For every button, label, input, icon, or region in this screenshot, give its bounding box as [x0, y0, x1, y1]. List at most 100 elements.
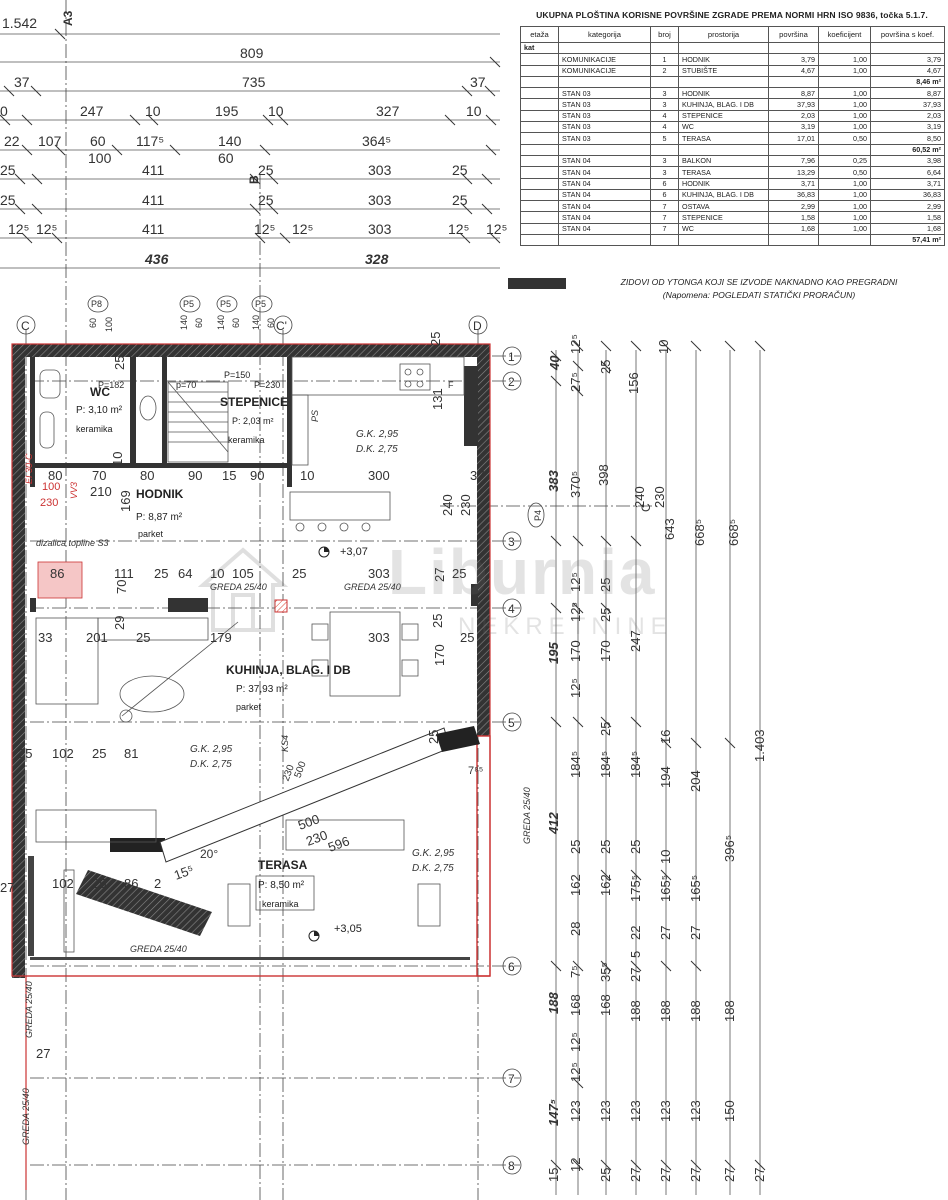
col-prostorija: prostorija	[678, 26, 769, 43]
table-cell: 3,71	[768, 177, 819, 190]
col-etaza: etaža	[520, 26, 559, 43]
dimension-label: 170	[598, 640, 613, 662]
right-dimension-values: 40 12⁵ 27⁵ 25 156 10 383 370⁵ 398 643 66…	[546, 334, 767, 1182]
dimension-label: 25	[598, 360, 613, 374]
legend-text: ZIDOVI OD YTONGA KOJI SE IZVODE NAKNADNO…	[620, 277, 898, 287]
p-dim-140b: 140	[216, 315, 226, 330]
axis-b-label: B	[247, 175, 261, 184]
axis-row-7: 7	[508, 1072, 515, 1086]
dimension-label: 668⁵	[726, 519, 741, 546]
level-plus-3-05: +3,05	[334, 923, 362, 935]
dimension-label: 300	[368, 468, 390, 483]
furniture	[35, 356, 465, 953]
dim-364-5: 364⁵	[362, 133, 391, 149]
table-cell: 4,67	[870, 64, 945, 77]
table-cell: 2,99	[768, 200, 819, 213]
p-dim-140a: 140	[179, 315, 189, 330]
table-cell: STAN 04	[558, 200, 651, 213]
dimension-label: P=182	[98, 380, 124, 390]
right-dimension-lines	[555, 350, 761, 1195]
room-stair-floor: keramika	[228, 435, 265, 445]
dimension-label: 230	[40, 497, 58, 509]
dim-37-right: 37	[470, 74, 486, 90]
axis-row-3: 3	[508, 535, 515, 549]
dimension-label: 188	[688, 1000, 703, 1022]
dimension-label: 169	[118, 490, 133, 512]
room-stair-p150: P=150	[224, 370, 250, 380]
top-dimension-values: 1.542 809 37 735 37 0 247 10 195 10 327 …	[0, 15, 507, 267]
table-cell: 3,71	[870, 177, 945, 190]
table-cell: 3	[650, 166, 679, 179]
dimension-label: 25	[598, 608, 613, 622]
dim-12-5-d: 12⁵	[292, 221, 313, 237]
area-table-panel: UKUPNA PLOŠTINA KORISNE POVRŠINE ZGRADE …	[520, 4, 945, 270]
dim-100: 100	[88, 150, 112, 166]
dimension-label: 105	[232, 566, 254, 581]
dim-303-r5: 303	[368, 162, 392, 178]
table-cell: 8,50	[870, 132, 945, 145]
dimension-label: 156	[626, 372, 641, 394]
table-cell: 6	[650, 188, 679, 202]
table-cell: 1,00	[818, 121, 871, 134]
table-cell: 60,52 m²	[870, 143, 945, 156]
axis-row-6: 6	[508, 960, 515, 974]
table-cell: 4,67	[768, 64, 819, 77]
dimension-label: 70	[114, 580, 129, 594]
table-cell: 1,00	[818, 177, 871, 190]
dimension-label: 27	[36, 1046, 50, 1061]
table-cell	[520, 53, 559, 66]
dimension-label: 596	[326, 833, 352, 855]
dimension-label: 123	[598, 1100, 613, 1122]
table-row: 57,41 m²	[520, 234, 945, 247]
table-cell: 3,79	[870, 53, 945, 66]
table-cell: 1,00	[818, 200, 871, 213]
table-cell: 1,00	[818, 211, 871, 224]
dimension-label: 25	[598, 578, 613, 592]
dimension-label: 25	[460, 630, 474, 645]
dimension-label: 247	[628, 630, 643, 652]
dimension-label: 12⁵	[568, 678, 583, 698]
dimension-label: 10	[300, 468, 314, 483]
dimension-label: 22	[628, 926, 643, 940]
dimension-label: 170	[568, 640, 583, 662]
dimension-label: 150	[722, 1100, 737, 1122]
room-stair-name: STEPENICE	[220, 395, 288, 409]
dimension-label: 12⁵	[568, 1032, 583, 1052]
dimension-label: 10	[658, 850, 673, 864]
dim-12-5-b: 12⁵	[36, 221, 57, 237]
table-cell: 3,19	[870, 121, 945, 134]
height-dk-2: D.K. 2,75	[190, 759, 232, 770]
dim-411-r6: 411	[142, 192, 165, 208]
dim-37-left: 37	[14, 74, 30, 90]
level-markers: +3,07 +3,05	[308, 546, 368, 942]
table-cell	[678, 75, 769, 89]
dim-411-r7: 411	[142, 221, 165, 237]
table-cell: 8,87	[768, 87, 819, 100]
room-hodnik-floor: parket	[138, 529, 164, 539]
dimension-label: 27	[752, 1168, 767, 1182]
dimension-label: 86	[50, 566, 64, 581]
table-cell: STAN 03	[558, 109, 651, 123]
row-axis-markers: 1 2 3 4 5 6 7 8	[502, 346, 522, 1175]
table-cell: 0,50	[818, 132, 871, 145]
table-cell: KUHINJA, BLAG. I DB	[678, 98, 769, 111]
table-cell: 0,50	[818, 166, 871, 179]
dim-247: 247	[80, 103, 104, 119]
table-cell: KOMUNIKACIJE	[558, 64, 651, 77]
table-cell: 2,03	[870, 109, 945, 123]
dimension-label: 240	[440, 494, 455, 516]
ks4-label: KS4	[280, 735, 290, 752]
dimension-label: 201	[86, 630, 108, 645]
dimension-label: 2	[154, 876, 161, 891]
dimension-label: 15	[546, 1168, 561, 1182]
dimension-label: 25	[292, 566, 306, 581]
